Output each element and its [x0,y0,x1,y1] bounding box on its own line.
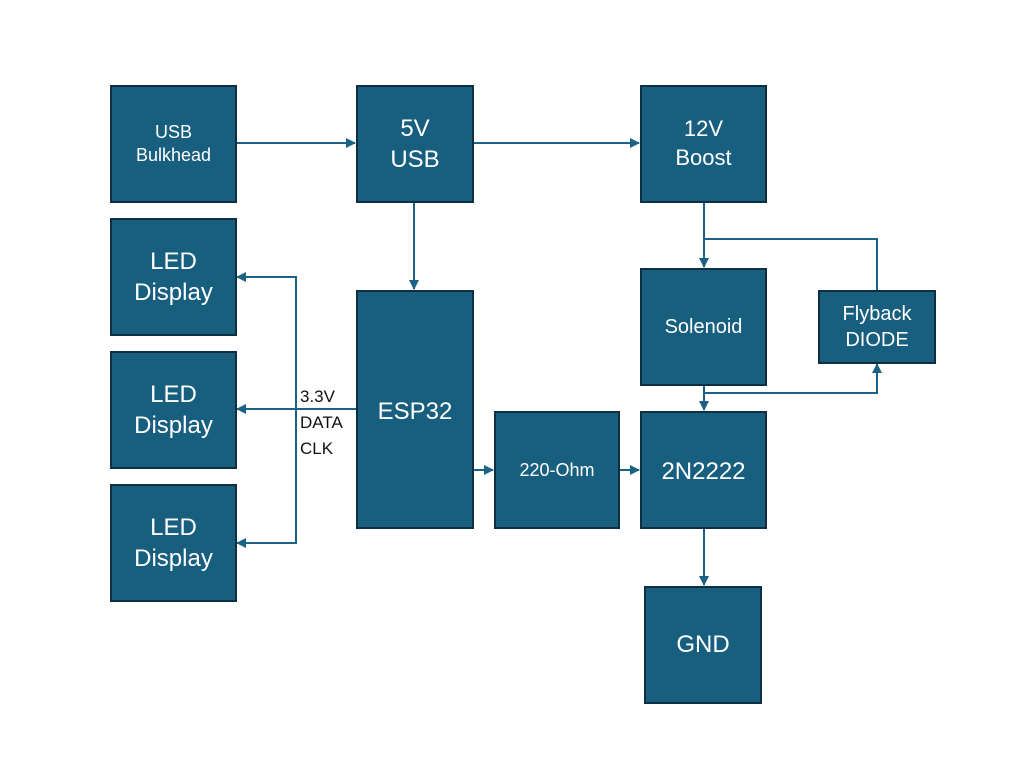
block-gnd: GND [644,586,762,704]
block-led-display-3: LED Display [110,484,237,602]
block-led-display-1: LED Display [110,218,237,336]
block-label: Flyback DIODE [842,303,912,351]
block-2n2222: 2N2222 [640,411,767,529]
wire-solenoid-to-flyback [704,363,882,394]
block-220-ohm: 220-Ohm [494,411,620,529]
block-label: 12V Boost [675,116,732,170]
wire-bus-to-led1 [236,272,297,409]
block-label: Solenoid [664,316,743,338]
block-label: ESP32 [377,398,453,425]
block-label: 2N2222 [661,458,746,485]
block-label: LED Display [134,513,213,572]
block-label: 220-Ohm [519,460,595,480]
block-led-display-2: LED Display [110,351,237,469]
block-5v-usb: 5V USB [356,85,474,203]
block-solenoid: Solenoid [640,268,767,386]
signal-label: 3.3V DATA CLK [300,387,343,458]
wire-boost-to-flyback [704,238,878,290]
block-label: LED Display [134,247,213,306]
block-flyback-diode: Flyback DIODE [818,290,936,364]
block-label: 5V USB [390,114,440,173]
block-usb-bulkhead: USB Bulkhead [110,85,237,203]
block-label: USB Bulkhead [135,121,212,165]
block-12v-boost: 12V Boost [640,85,767,203]
block-label: GND [676,631,730,659]
block-label: LED Display [134,380,213,439]
wire-bus-to-led3 [236,409,297,548]
block-esp32: ESP32 [356,290,474,529]
